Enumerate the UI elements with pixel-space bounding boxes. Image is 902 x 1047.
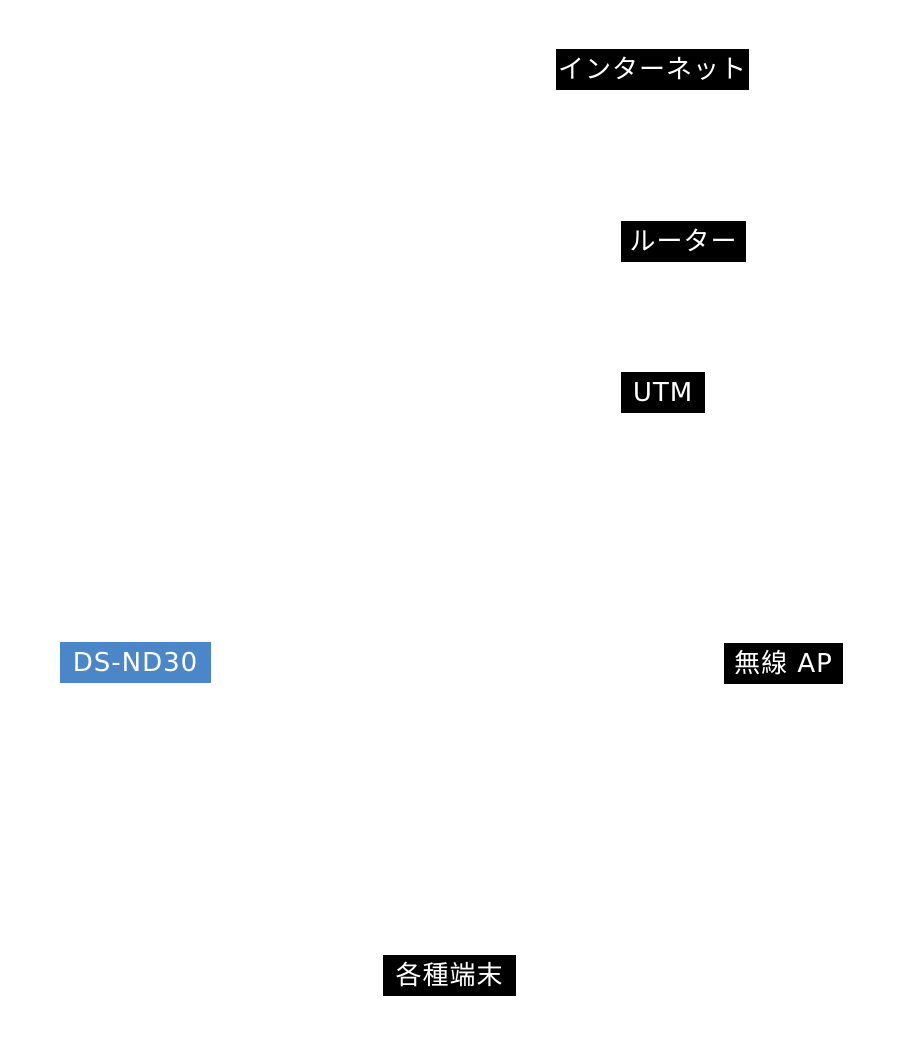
internet-label: インターネット [556,49,749,90]
devices-label: 各種端末 [383,955,516,996]
nas-label: DS-ND30 [60,642,211,683]
wireless-ap-label: 無線 AP [724,643,843,684]
router-label: ルーター [621,221,746,262]
utm-label: UTM [621,372,705,413]
